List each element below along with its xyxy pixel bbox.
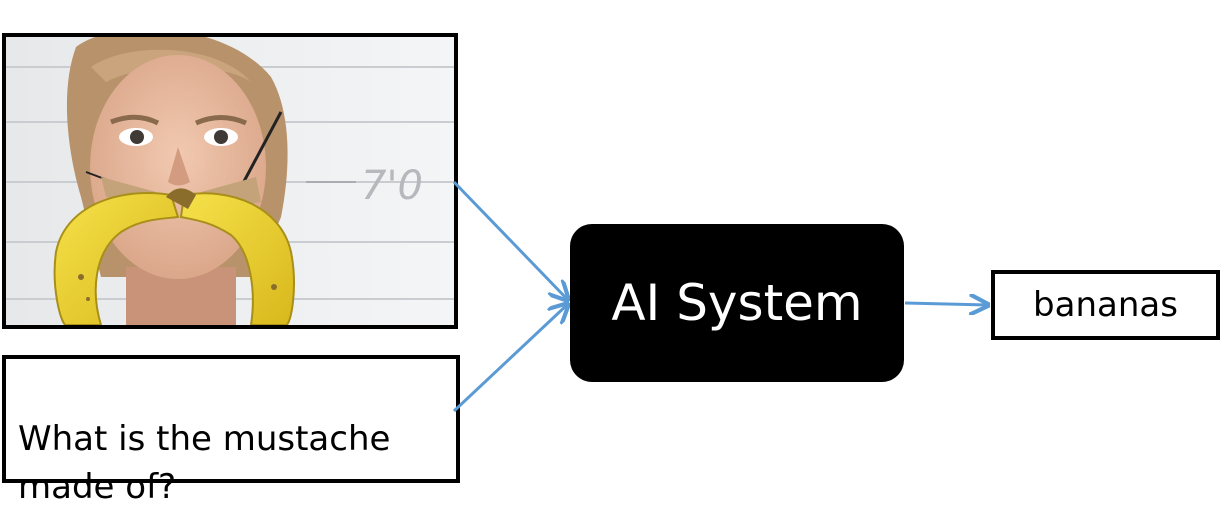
arrow-system-to-answer	[904, 303, 988, 305]
arrow-question-to-system	[452, 304, 568, 413]
answer-text: bananas	[1033, 285, 1178, 325]
ai-system-label: AI System	[611, 274, 863, 332]
input-image: 7'0	[2, 33, 458, 329]
photo-woman-banana-mustache-icon: 7'0	[6, 37, 454, 325]
ai-system-box: AI System	[570, 224, 904, 382]
question-box: What is the mustache made of?	[2, 355, 460, 507]
question-text: What is the mustache made of?	[18, 419, 391, 507]
board-height-label: 7'0	[361, 163, 423, 209]
answer-box: bananas	[991, 270, 1220, 340]
arrow-image-to-system	[452, 180, 568, 300]
